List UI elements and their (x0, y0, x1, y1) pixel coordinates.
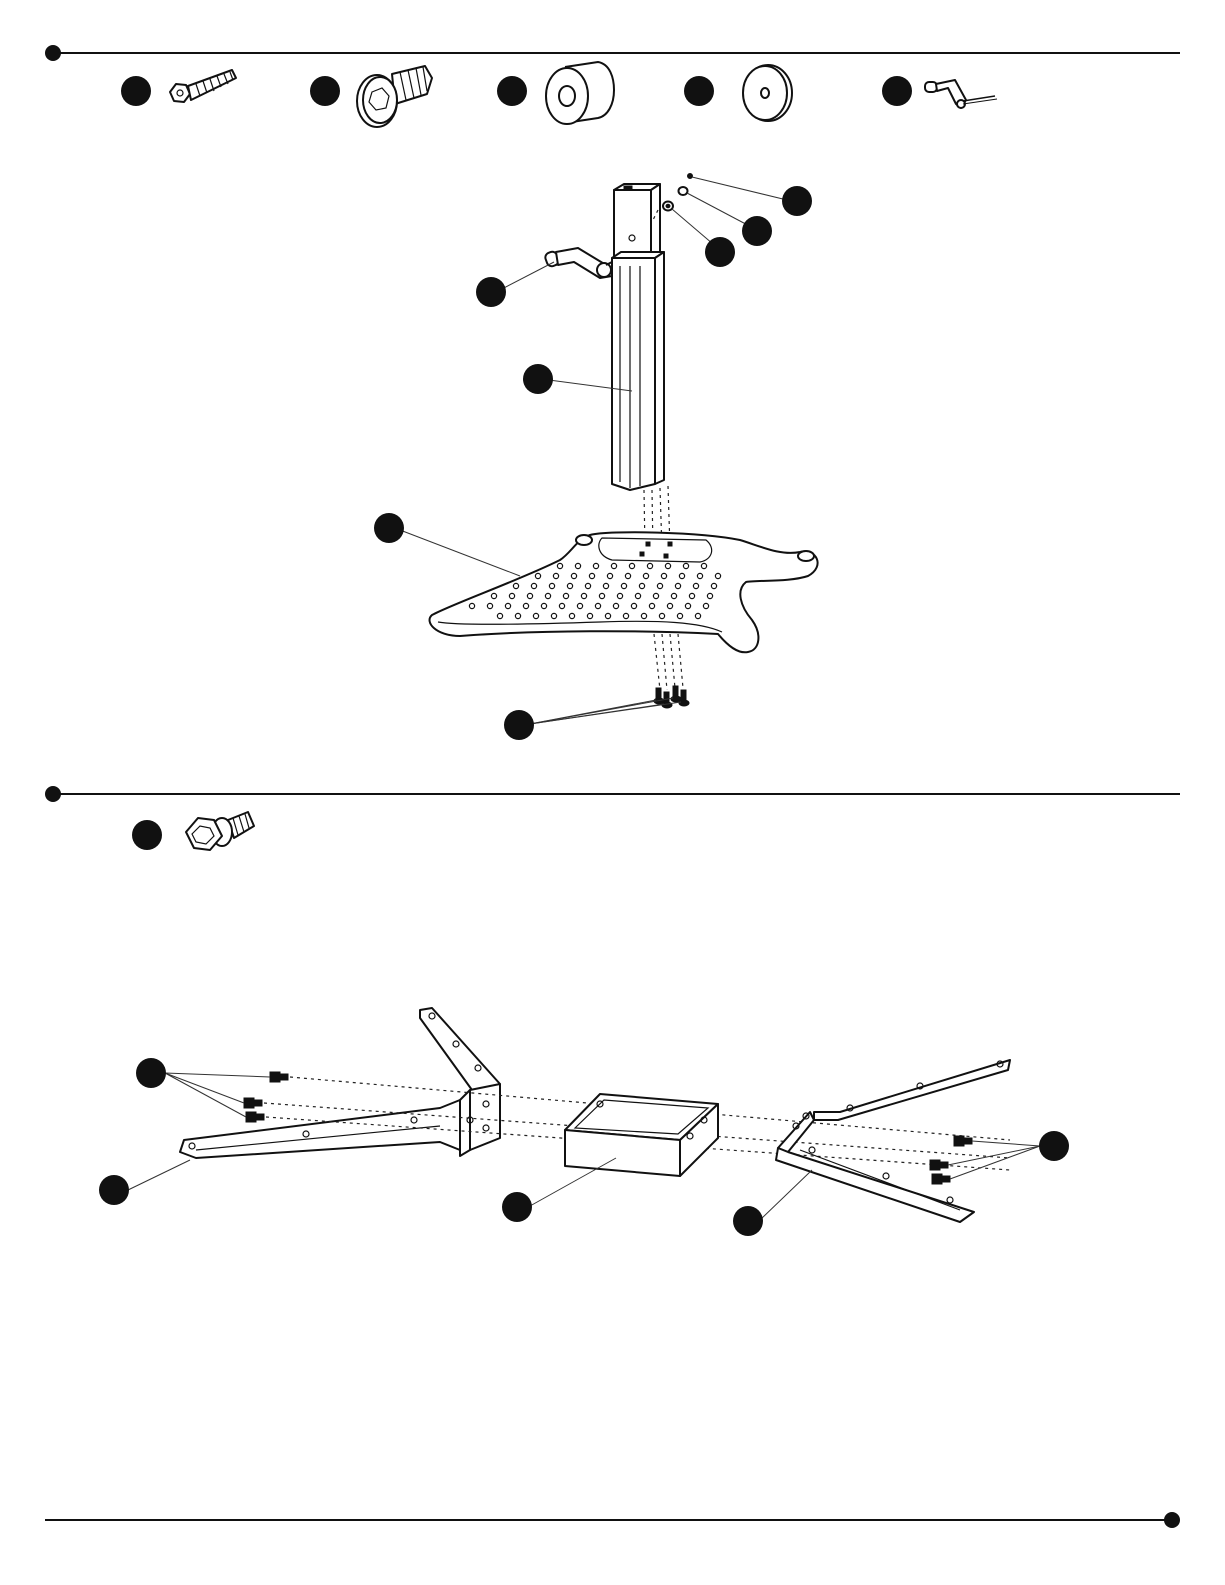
lag-screw-icon (170, 70, 236, 102)
step-1-header (45, 45, 1180, 61)
callout-marker (476, 277, 506, 307)
step-1-hardware-row (121, 62, 997, 127)
callout-marker (504, 710, 534, 740)
callout-marker (523, 364, 553, 394)
callout-marker (310, 76, 340, 106)
column (612, 184, 664, 490)
callout-marker (733, 1206, 763, 1236)
callout-marker (502, 1192, 532, 1222)
bolts (930, 1136, 972, 1184)
center-bracket (565, 1094, 718, 1176)
step-2-hardware-row (132, 812, 254, 850)
step-1-assembly (374, 174, 818, 741)
callout-marker (374, 513, 404, 543)
bolts (244, 1072, 288, 1122)
callout-marker (497, 76, 527, 106)
callout-marker (782, 186, 812, 216)
step-2-assembly (99, 1008, 1069, 1236)
crank-handle-icon (925, 80, 997, 108)
hex-bolt-icon (186, 812, 254, 850)
callout-marker (684, 76, 714, 106)
step-2-header (45, 786, 1180, 802)
callout-marker (136, 1058, 166, 1088)
step-bullet-icon (45, 45, 61, 61)
callout-marker (742, 216, 772, 246)
callout-marker (705, 237, 735, 267)
callout-marker (99, 1175, 129, 1205)
base-plate (430, 532, 818, 652)
footer-rule (45, 1512, 1180, 1528)
spacer-icon (546, 62, 614, 124)
step-bullet-icon (45, 786, 61, 802)
callout-marker (882, 76, 912, 106)
callout-marker (132, 820, 162, 850)
callout-marker (1039, 1131, 1069, 1161)
socket-head-bolt-icon (357, 66, 432, 127)
crank-handle (544, 248, 612, 278)
step-bullet-icon (1164, 1512, 1180, 1528)
left-leg (180, 1008, 500, 1158)
callout-marker (121, 76, 151, 106)
washer-icon (743, 65, 792, 121)
